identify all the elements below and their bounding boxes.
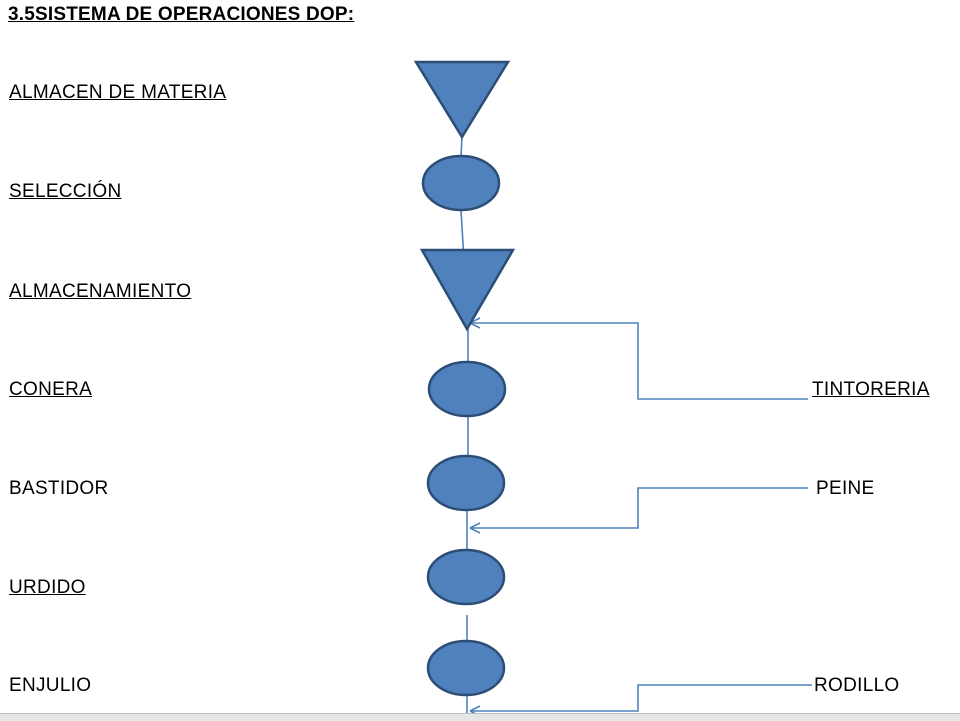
step-label-urdido: URDIDO xyxy=(9,577,86,598)
input-arrow-tintoreria xyxy=(469,317,808,400)
operation-circle-seleccion xyxy=(421,154,501,212)
operation-circle-urdido xyxy=(426,548,506,606)
operation-circle-conera xyxy=(427,360,507,418)
storage-triangle-1 xyxy=(413,60,511,140)
step-label-almacenamiento: ALMACENAMIENTO xyxy=(9,281,192,302)
step-label-conera: CONERA xyxy=(9,379,93,400)
input-label-peine: PEINE xyxy=(816,478,875,499)
storage-triangle-2 xyxy=(419,248,516,332)
step-label-seleccion: SELECCIÓN xyxy=(9,181,122,202)
step-label-bastidor: BASTIDOR xyxy=(9,478,109,499)
input-arrow-rodillo xyxy=(469,684,812,717)
input-label-rodillo: RODILLO xyxy=(814,675,900,696)
window-bottom-strip xyxy=(0,713,960,721)
input-arrow-peine xyxy=(469,487,808,534)
operation-circle-enjulio xyxy=(426,639,506,697)
operation-circle-bastidor xyxy=(426,454,506,512)
step-label-almacen-de-materia: ALMACEN DE MATERIA xyxy=(9,82,227,103)
input-label-tintoreria: TINTORERIA xyxy=(812,379,930,400)
step-label-enjulio: ENJULIO xyxy=(9,675,92,696)
main-flow-connectors xyxy=(460,134,469,720)
page-title: 3.5SISTEMA DE OPERACIONES DOP: xyxy=(8,4,355,25)
